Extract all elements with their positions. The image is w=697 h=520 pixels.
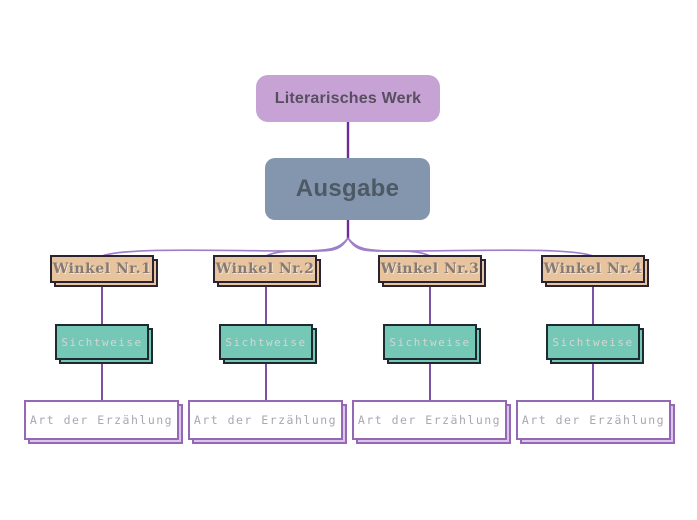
node-literarisches-werk-label[interactable]: Literarisches Werk bbox=[256, 75, 440, 122]
node-winkel-2[interactable]: Winkel Nr.2 bbox=[213, 255, 321, 287]
node-winkel-3-label[interactable]: Winkel Nr.3 bbox=[378, 255, 482, 283]
node-sichtweise-2-label[interactable]: Sichtweise bbox=[219, 324, 313, 360]
node-literarisches-werk[interactable]: Literarisches Werk bbox=[256, 75, 440, 122]
node-art-der-erzaehlung-3-label[interactable]: Art der Erzählung bbox=[352, 400, 507, 440]
node-art-der-erzaehlung-1[interactable]: Art der Erzählung bbox=[24, 400, 183, 444]
node-ausgabe[interactable]: Ausgabe bbox=[265, 158, 430, 220]
node-sichtweise-1[interactable]: Sichtweise bbox=[55, 324, 153, 364]
node-winkel-1-label[interactable]: Winkel Nr.1 bbox=[50, 255, 154, 283]
node-winkel-3[interactable]: Winkel Nr.3 bbox=[378, 255, 486, 287]
node-sichtweise-3-label[interactable]: Sichtweise bbox=[383, 324, 477, 360]
node-art-der-erzaehlung-4[interactable]: Art der Erzählung bbox=[516, 400, 675, 444]
edge-to-winkel-4 bbox=[347, 237, 594, 257]
node-ausgabe-label[interactable]: Ausgabe bbox=[265, 158, 430, 220]
node-art-der-erzaehlung-3[interactable]: Art der Erzählung bbox=[352, 400, 511, 444]
node-winkel-1[interactable]: Winkel Nr.1 bbox=[50, 255, 158, 287]
node-art-der-erzaehlung-2[interactable]: Art der Erzählung bbox=[188, 400, 347, 444]
node-winkel-2-label[interactable]: Winkel Nr.2 bbox=[213, 255, 317, 283]
node-sichtweise-1-label[interactable]: Sichtweise bbox=[55, 324, 149, 360]
node-sichtweise-4[interactable]: Sichtweise bbox=[546, 324, 644, 364]
node-winkel-4[interactable]: Winkel Nr.4 bbox=[541, 255, 649, 287]
edge-to-winkel-2 bbox=[265, 237, 349, 257]
node-art-der-erzaehlung-1-label[interactable]: Art der Erzählung bbox=[24, 400, 179, 440]
node-sichtweise-2[interactable]: Sichtweise bbox=[219, 324, 317, 364]
node-art-der-erzaehlung-2-label[interactable]: Art der Erzählung bbox=[188, 400, 343, 440]
node-winkel-4-label[interactable]: Winkel Nr.4 bbox=[541, 255, 645, 283]
edge-to-winkel-1 bbox=[101, 237, 349, 257]
node-sichtweise-3[interactable]: Sichtweise bbox=[383, 324, 481, 364]
node-sichtweise-4-label[interactable]: Sichtweise bbox=[546, 324, 640, 360]
node-art-der-erzaehlung-4-label[interactable]: Art der Erzählung bbox=[516, 400, 671, 440]
